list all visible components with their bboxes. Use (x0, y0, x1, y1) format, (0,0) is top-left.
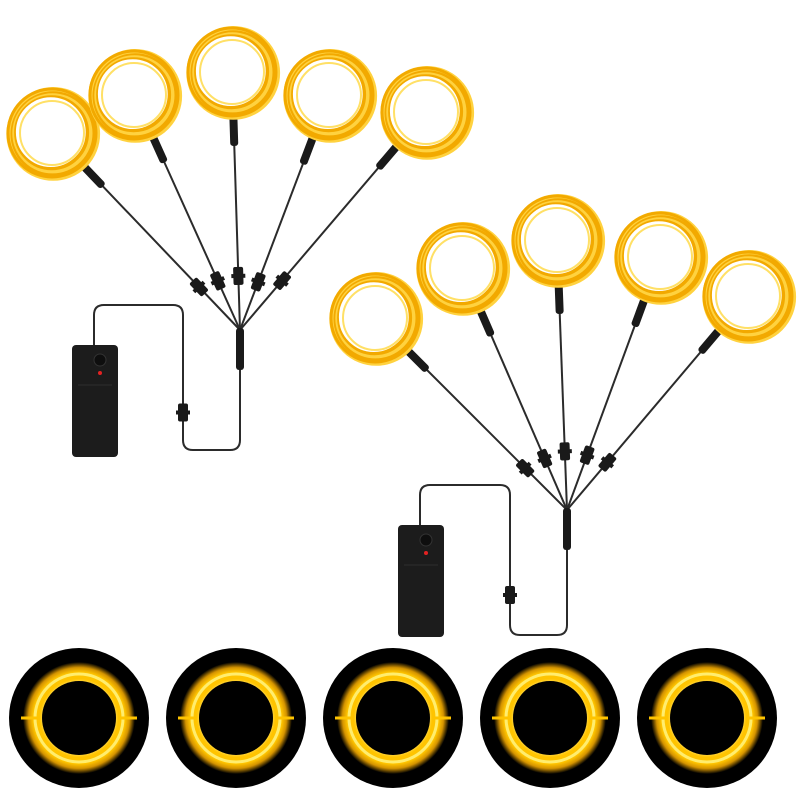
connector-plug-1 (189, 277, 208, 297)
connector-plug-5 (598, 452, 617, 472)
battery-lead-cable (419, 484, 511, 535)
el-wire-harness-right (329, 193, 797, 637)
lead-cable-5 (239, 144, 399, 331)
lead-cable-4 (239, 135, 315, 331)
wire-coil-2 (416, 221, 511, 316)
wire-end-sleeve-5 (376, 144, 400, 170)
led-indicator-icon (424, 551, 428, 555)
wire-end-sleeve-3 (229, 115, 239, 146)
battery-lead-cable (93, 304, 184, 355)
battery-pack-icon (398, 525, 444, 637)
connector-plug-4 (250, 272, 266, 292)
wire-end-sleeve-4 (631, 297, 648, 327)
lead-cable-2 (478, 307, 568, 511)
lead-cable-3 (232, 115, 241, 331)
wire-coil-2 (88, 49, 183, 143)
glow-sample-3 (323, 648, 463, 788)
main-power-cable (509, 535, 568, 636)
wire-coil-1 (329, 272, 424, 366)
wire-coil-3 (186, 26, 281, 120)
lead-cable-2 (151, 134, 241, 331)
glow-sample-2 (166, 648, 306, 788)
main-connector-plug (503, 586, 517, 604)
wire-coil-4 (283, 49, 378, 143)
connector-plug-3 (557, 442, 572, 461)
glow-sample-4 (480, 648, 620, 788)
wire-end-sleeve-5 (698, 328, 722, 354)
wire-end-sleeve-1 (404, 347, 429, 372)
connector-plug-5 (273, 271, 291, 290)
battery-pack-body (72, 345, 118, 457)
glow-sample-row (9, 648, 777, 788)
main-power-cable (182, 355, 241, 451)
connector-plug-1 (516, 459, 535, 478)
battery-pack-icon (72, 345, 118, 457)
power-button-icon (93, 353, 107, 367)
wire-coil-1 (6, 86, 101, 181)
wire-end-sleeve-2 (149, 134, 168, 164)
wire-coil-4 (614, 210, 709, 305)
power-button-icon (419, 533, 433, 547)
glow-sample-1 (9, 648, 149, 788)
wire-end-sleeve-4 (299, 135, 317, 165)
lead-cable-1 (405, 348, 568, 511)
lead-cable-1 (81, 164, 241, 331)
wire-coil-5 (702, 249, 797, 344)
glow-sample-5 (637, 648, 777, 788)
wire-coil-3 (511, 193, 606, 288)
el-wire-harness-left (6, 26, 475, 457)
connector-plug-2 (537, 448, 553, 469)
lead-cable-3 (557, 283, 568, 511)
main-connector-plug (176, 403, 190, 422)
wire-end-sleeve-2 (476, 307, 495, 337)
wire-coil-5 (380, 66, 475, 160)
lead-cable-4 (566, 297, 646, 511)
led-indicator-icon (98, 371, 102, 375)
splitter-hub (236, 328, 244, 370)
battery-pack-body (398, 525, 444, 637)
connector-plug-4 (579, 445, 595, 465)
wire-end-sleeve-1 (80, 163, 105, 189)
lead-cable-5 (566, 328, 721, 511)
splitter-hub (563, 508, 571, 550)
connector-plug-2 (210, 271, 226, 291)
connector-plug-3 (231, 266, 246, 286)
wire-end-sleeve-3 (554, 283, 564, 314)
